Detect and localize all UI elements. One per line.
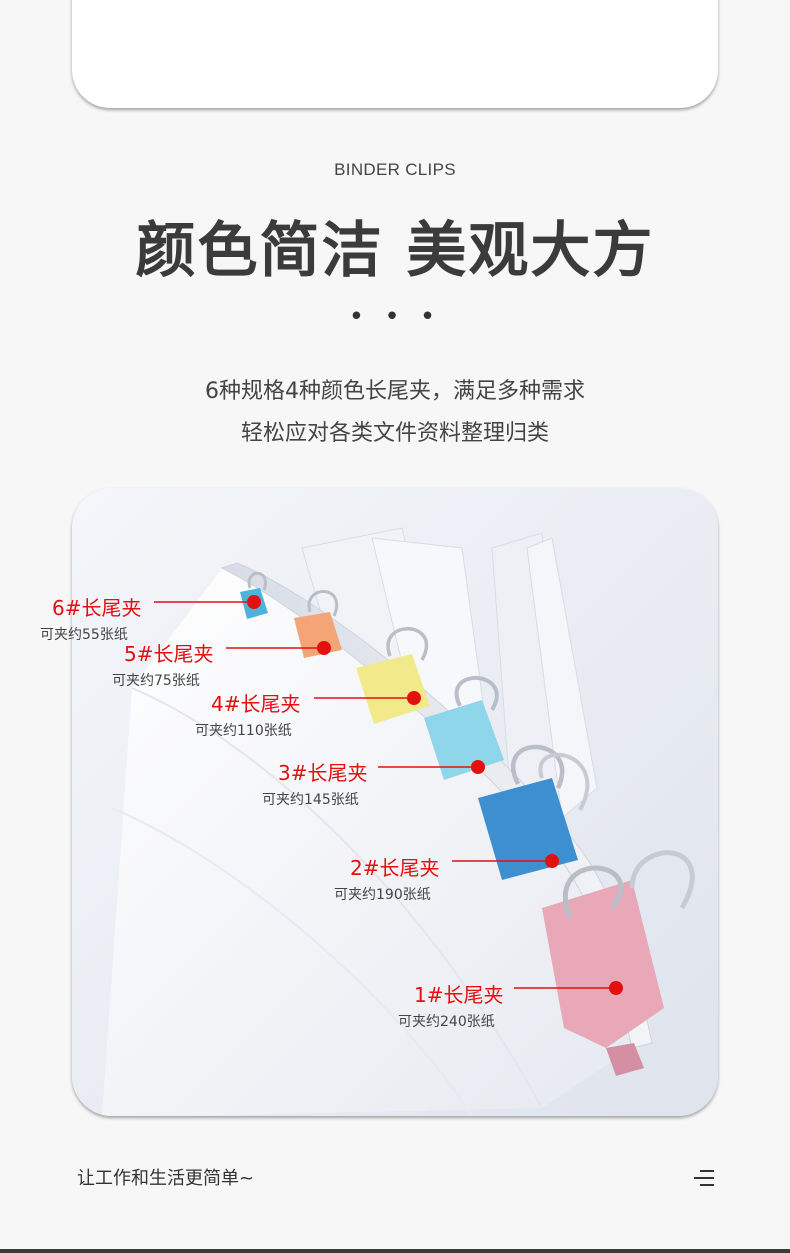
- callout-markers: [154, 595, 623, 995]
- section-headline: 颜色简洁 美观大方: [135, 216, 655, 286]
- menu-icon[interactable]: [690, 1168, 714, 1188]
- subtitle-line-2: 轻松应对各类文件资料整理归类: [240, 421, 549, 446]
- callout-clip-1: 1#长尾夹 可夹约240张纸: [398, 979, 504, 1031]
- callout-clip-6: 6#长尾夹 可夹约55张纸: [40, 592, 142, 644]
- callout-capacity: 可夹约145张纸: [262, 792, 359, 808]
- callout-name: 4#长尾夹: [211, 692, 301, 716]
- callout-name: 1#长尾夹: [414, 983, 504, 1007]
- callout-clip-4: 4#长尾夹 可夹约110张纸: [195, 688, 301, 740]
- callout-capacity: 可夹约75张纸: [112, 673, 200, 689]
- clip-3: [424, 675, 504, 780]
- binder-clips-photo: [72, 488, 718, 1116]
- menu-icon-line: [700, 1170, 714, 1172]
- callout-capacity: 可夹约240张纸: [398, 1014, 495, 1030]
- section-eyebrow: BINDER CLIPS: [334, 160, 456, 179]
- clip-4: [356, 627, 430, 724]
- previous-content-card: [72, 0, 718, 108]
- callout-capacity: 可夹约110张纸: [195, 723, 292, 739]
- callout-name: 3#长尾夹: [278, 761, 368, 785]
- callout-name: 5#长尾夹: [124, 642, 214, 666]
- decorative-dots: • • •: [348, 302, 442, 332]
- binder-clips-illustration: [72, 488, 718, 1116]
- callout-clip-5: 5#长尾夹 可夹约75张纸: [112, 638, 214, 690]
- subtitle-line-1: 6种规格4种颜色长尾夹，满足多种需求: [205, 379, 585, 404]
- menu-icon-line: [694, 1177, 714, 1179]
- callout-name: 2#长尾夹: [350, 856, 440, 880]
- clip-1: [542, 850, 695, 1076]
- footer-tagline: 让工作和生活更简单~: [77, 1168, 255, 1189]
- menu-icon-line: [700, 1184, 714, 1186]
- callout-name: 6#长尾夹: [52, 596, 142, 620]
- callout-capacity: 可夹约55张纸: [40, 627, 128, 643]
- callout-clip-3: 3#长尾夹 可夹约145张纸: [262, 757, 368, 809]
- bottom-divider: [0, 1249, 790, 1253]
- callout-capacity: 可夹约190张纸: [334, 887, 431, 903]
- callout-clip-2: 2#长尾夹 可夹约190张纸: [334, 852, 440, 904]
